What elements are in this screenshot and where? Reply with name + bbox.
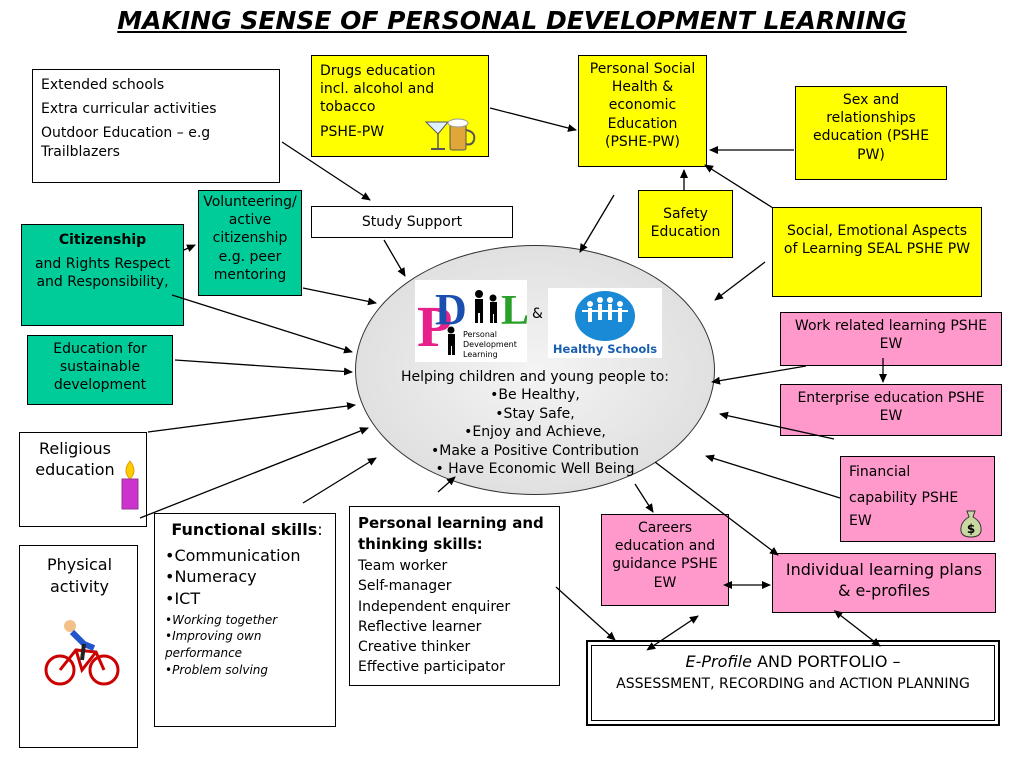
functional-skills-box: Functional skills: •Communication •Numer…	[154, 513, 336, 727]
extended-schools-box: Extended schools Extra curricular activi…	[32, 69, 280, 183]
pshe-text: Personal Social Health & economic Educat…	[589, 61, 696, 150]
extended-item-2: Extra curricular activities	[41, 101, 217, 118]
e-profile-box: E-Profile AND PORTFOLIO – ASSESSMENT, RE…	[586, 640, 1000, 726]
candle-icon	[121, 460, 139, 510]
pdl-letter-p: P	[417, 294, 452, 359]
plts-item-effective-participator: Effective participator	[358, 659, 505, 676]
dollar-sign: $	[967, 522, 975, 536]
physical-activity-box: Physical activity	[19, 545, 138, 748]
physical-activity-text: Physical activity	[46, 555, 113, 596]
plts-heading: Personal learning and thinking skills:	[358, 514, 544, 553]
drinks-icon	[424, 118, 476, 151]
citizenship-heading: Citizenship	[58, 232, 147, 248]
pdl-letter-l: L	[501, 288, 527, 334]
citizenship-box: Citizenship and Rights Respect and Respo…	[21, 224, 184, 326]
plts-item-self-manager: Self-manager	[358, 578, 452, 595]
extended-item-3: Outdoor Education – e.g Trailblazers	[41, 125, 211, 160]
plts-item-creative-thinker: Creative thinker	[358, 639, 471, 656]
extended-item-1: Extended schools	[41, 77, 165, 93]
work-related-learning-text: Work related learning PSHE EW	[794, 318, 988, 353]
cyclist-icon	[44, 620, 120, 686]
safety-education-box: Safety Education	[638, 190, 733, 258]
pdl-caption-2: Development	[463, 340, 517, 349]
pdl-letter-d: D	[435, 285, 467, 334]
seal-box: Social, Emotional Aspects of Learning SE…	[772, 207, 982, 297]
ilp-text: Individual learning plans & e-profiles	[785, 560, 983, 600]
financial-capability-box: Financial capability PSHE EW $	[840, 456, 995, 542]
study-support-box: Study Support	[311, 206, 513, 238]
central-item-contribution: •Make a Positive Contribution	[431, 442, 639, 459]
functional-heading-colon: :	[317, 520, 323, 539]
central-intro: Helping children and young people to:	[400, 369, 670, 385]
religious-education-text: Religious education	[35, 439, 115, 479]
functional-item-improving: •Improving own performance	[165, 629, 262, 661]
functional-item-communication: •Communication	[165, 545, 301, 565]
ampersand: &	[532, 306, 543, 322]
plts-item-team-worker: Team worker	[358, 558, 448, 574]
functional-item-ict: •ICT	[165, 588, 201, 608]
citizenship-text: and Rights Respect and Responsibility,	[34, 256, 171, 291]
e-profile-italic: E-Profile	[685, 652, 753, 671]
central-item-safe: •Stay Safe,	[495, 405, 575, 422]
plts-item-reflective-learner: Reflective learner	[358, 618, 482, 635]
study-support-text: Study Support	[361, 214, 463, 230]
sustainable-development-box: Education for sustainable development	[27, 335, 173, 405]
sex-relationships-box: Sex and relationships education (PSHE PW…	[795, 86, 947, 180]
work-related-learning-box: Work related learning PSHE EW	[780, 312, 1002, 366]
e-profile-line-2: ASSESSMENT, RECORDING and ACTION PLANNIN…	[616, 675, 970, 692]
healthy-schools-logo: Healthy Schools	[548, 288, 662, 358]
sustainable-development-text: Education for sustainable development	[53, 341, 147, 394]
plts-box: Personal learning and thinking skills: T…	[349, 506, 560, 686]
pdl-logo: P D L Personal Development Learning	[415, 280, 529, 362]
seal-text: Social, Emotional Aspects of Learning SE…	[783, 223, 971, 258]
money-bag-icon: $	[960, 510, 982, 538]
pdl-caption-3: Learning	[463, 350, 498, 359]
enterprise-education-box: Enterprise education PSHE EW	[780, 384, 1002, 436]
drugs-pshe-label: PSHE-PW	[320, 123, 385, 140]
drugs-text: Drugs education incl. alcohol and tobacc…	[320, 63, 436, 116]
functional-item-problem-solving: •Problem solving	[165, 662, 269, 677]
sex-relationships-text: Sex and relationships education (PSHE PW…	[812, 92, 930, 163]
volunteering-text: Volunteering/ active citizenship e.g. pe…	[203, 194, 297, 283]
volunteering-box: Volunteering/ active citizenship e.g. pe…	[198, 190, 302, 296]
careers-text: Careers education and guidance PSHE EW	[612, 520, 718, 591]
plts-item-independent-enquirer: Independent enquirer	[358, 598, 511, 615]
children-figures-icon	[582, 297, 628, 322]
careers-box: Careers education and guidance PSHE EW	[601, 514, 729, 606]
ilp-box: Individual learning plans & e-profiles	[772, 553, 996, 613]
pdl-caption-1: Personal	[463, 330, 497, 339]
financial-line-1: Financial	[849, 464, 911, 480]
people-figures-icon	[447, 290, 497, 355]
drugs-education-box: Drugs education incl. alcohol and tobacc…	[311, 55, 489, 157]
central-item-economic: • Have Economic Well Being	[435, 461, 635, 478]
financial-line-2: capability PSHE EW	[849, 490, 959, 529]
page-title: MAKING SENSE OF PERSONAL DEVELOPMENT LEA…	[117, 6, 907, 35]
e-profile-rest: AND PORTFOLIO –	[752, 652, 901, 671]
central-item-enjoy: •Enjoy and Achieve,	[464, 424, 606, 441]
enterprise-education-text: Enterprise education PSHE EW	[797, 390, 985, 425]
central-item-healthy: •Be Healthy,	[490, 387, 580, 404]
safety-education-text: Safety Education	[650, 206, 721, 241]
religious-education-box: Religious education	[19, 432, 147, 527]
pshe-box: Personal Social Health & economic Educat…	[578, 55, 707, 167]
central-text: Helping children and young people to: •B…	[370, 368, 700, 479]
functional-item-working-together: •Working together	[165, 612, 278, 627]
functional-item-numeracy: •Numeracy	[165, 567, 257, 587]
healthy-schools-label: Healthy Schools	[553, 342, 657, 356]
functional-heading: Functional skills	[171, 520, 318, 539]
